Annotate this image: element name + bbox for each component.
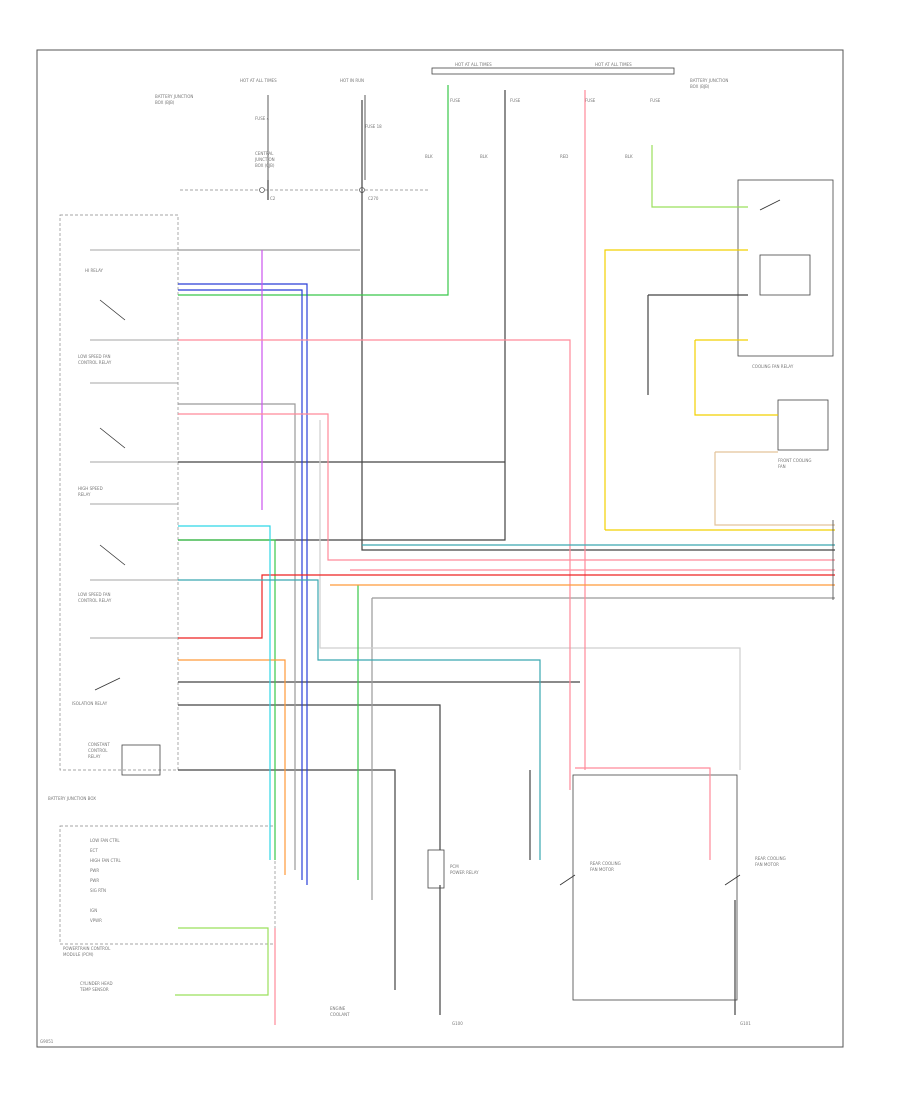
- svg-text:FUSE: FUSE: [585, 98, 596, 103]
- svg-text:JUNCTION: JUNCTION: [254, 157, 275, 162]
- svg-text:G9051: G9051: [40, 1039, 54, 1044]
- svg-text:LOW SPEED FAN: LOW SPEED FAN: [78, 354, 110, 359]
- diagram-frame: [36, 49, 844, 1048]
- cooling-fan-relay-box: [737, 179, 834, 357]
- sensor-module: [427, 849, 445, 889]
- fuse-block-top: HOT AT ALL TIMES HOT IN RUN BATTERY JUNC…: [155, 62, 728, 201]
- svg-text:CONTROL: CONTROL: [88, 748, 108, 753]
- svg-text:RELAY: RELAY: [78, 492, 91, 497]
- pcm-labels: LOW FAN CTRL ECT HIGH FAN CTRL PWR PWR S…: [40, 838, 122, 1044]
- svg-text:LOW FAN CTRL: LOW FAN CTRL: [90, 838, 120, 843]
- svg-text:RED: RED: [560, 154, 568, 159]
- svg-text:FAN: FAN: [778, 464, 786, 469]
- svg-text:FRONT COOLING: FRONT COOLING: [778, 458, 812, 463]
- svg-text:PWR: PWR: [90, 878, 99, 883]
- left-module-labels: HI RELAY LOW SPEED FAN CONTROL RELAY HIG…: [48, 268, 161, 801]
- svg-text:G100: G100: [452, 1021, 463, 1026]
- svg-text:HOT AT ALL TIMES: HOT AT ALL TIMES: [455, 62, 492, 67]
- svg-text:FAN MOTOR: FAN MOTOR: [590, 867, 614, 872]
- svg-text:HIGH SPEED: HIGH SPEED: [78, 486, 103, 491]
- svg-text:LOW SPEED FAN: LOW SPEED FAN: [78, 592, 110, 597]
- svg-text:COOLANT: COOLANT: [330, 1012, 350, 1017]
- svg-text:FUSE: FUSE: [510, 98, 521, 103]
- svg-text:HOT AT ALL TIMES: HOT AT ALL TIMES: [240, 78, 277, 83]
- svg-text:CONTROL RELAY: CONTROL RELAY: [78, 360, 112, 365]
- svg-text:VPWR: VPWR: [90, 918, 102, 923]
- svg-text:HOT IN RUN: HOT IN RUN: [340, 78, 364, 83]
- svg-text:BOX (BJB): BOX (BJB): [690, 84, 710, 89]
- svg-text:BATTERY JUNCTION BOX: BATTERY JUNCTION BOX: [48, 796, 96, 801]
- left-terminals: [90, 249, 178, 639]
- svg-text:POWER RELAY: POWER RELAY: [450, 870, 479, 875]
- svg-text:BOX (BJB): BOX (BJB): [155, 100, 175, 105]
- svg-text:COOLING FAN RELAY: COOLING FAN RELAY: [752, 364, 794, 369]
- svg-text:RELAY: RELAY: [88, 754, 101, 759]
- svg-text:FUSE 18: FUSE 18: [365, 124, 382, 129]
- svg-text:BLK: BLK: [480, 154, 488, 159]
- cooling-relay-labels: COOLING FAN RELAY: [752, 199, 811, 369]
- svg-text:SIG RTN: SIG RTN: [90, 888, 106, 893]
- svg-text:FUSE 4: FUSE 4: [255, 116, 270, 121]
- svg-text:ECT: ECT: [90, 848, 98, 853]
- svg-text:BATTERY JUNCTION: BATTERY JUNCTION: [155, 94, 193, 99]
- svg-text:BLK: BLK: [625, 154, 633, 159]
- svg-text:POWERTRAIN CONTROL: POWERTRAIN CONTROL: [63, 946, 111, 951]
- wires: [175, 85, 835, 1025]
- svg-text:REAR COOLING: REAR COOLING: [590, 861, 621, 866]
- svg-text:BATTERY JUNCTION: BATTERY JUNCTION: [690, 78, 728, 83]
- svg-text:CYLINDER HEAD: CYLINDER HEAD: [80, 981, 113, 986]
- svg-text:C2: C2: [270, 196, 276, 201]
- svg-text:IGN: IGN: [90, 908, 97, 913]
- fuel-pump-module: [777, 399, 829, 451]
- svg-text:CONSTANT: CONSTANT: [88, 742, 110, 747]
- svg-text:ISOLATION RELAY: ISOLATION RELAY: [72, 701, 108, 706]
- svg-text:PCM: PCM: [450, 864, 459, 869]
- svg-text:HIGH FAN CTRL: HIGH FAN CTRL: [90, 858, 122, 863]
- svg-text:FUSE: FUSE: [650, 98, 661, 103]
- svg-text:HI RELAY: HI RELAY: [85, 268, 104, 273]
- svg-text:ENGINE: ENGINE: [330, 1006, 346, 1011]
- svg-text:FUSE: FUSE: [450, 98, 461, 103]
- fan-motor-labels: REAR COOLING FAN MOTOR REAR COOLING FAN …: [559, 856, 786, 1026]
- svg-text:TEMP SENSOR: TEMP SENSOR: [79, 987, 109, 992]
- svg-text:REAR COOLING: REAR COOLING: [755, 856, 786, 861]
- svg-text:FAN MOTOR: FAN MOTOR: [755, 862, 779, 867]
- svg-text:CONTROL RELAY: CONTROL RELAY: [78, 598, 112, 603]
- svg-text:PWR: PWR: [90, 868, 99, 873]
- svg-text:CENTRAL: CENTRAL: [255, 151, 274, 156]
- svg-text:BOX (CJB): BOX (CJB): [255, 163, 275, 168]
- svg-text:C270: C270: [368, 196, 379, 201]
- pcm-box: [59, 825, 276, 945]
- svg-text:BLK: BLK: [425, 154, 433, 159]
- svg-text:MODULE (PCM): MODULE (PCM): [63, 952, 94, 957]
- svg-text:HOT AT ALL TIMES: HOT AT ALL TIMES: [595, 62, 632, 67]
- fan-motor-box: [572, 774, 738, 1001]
- svg-text:G101: G101: [740, 1021, 751, 1026]
- junction-box-left: [59, 214, 179, 771]
